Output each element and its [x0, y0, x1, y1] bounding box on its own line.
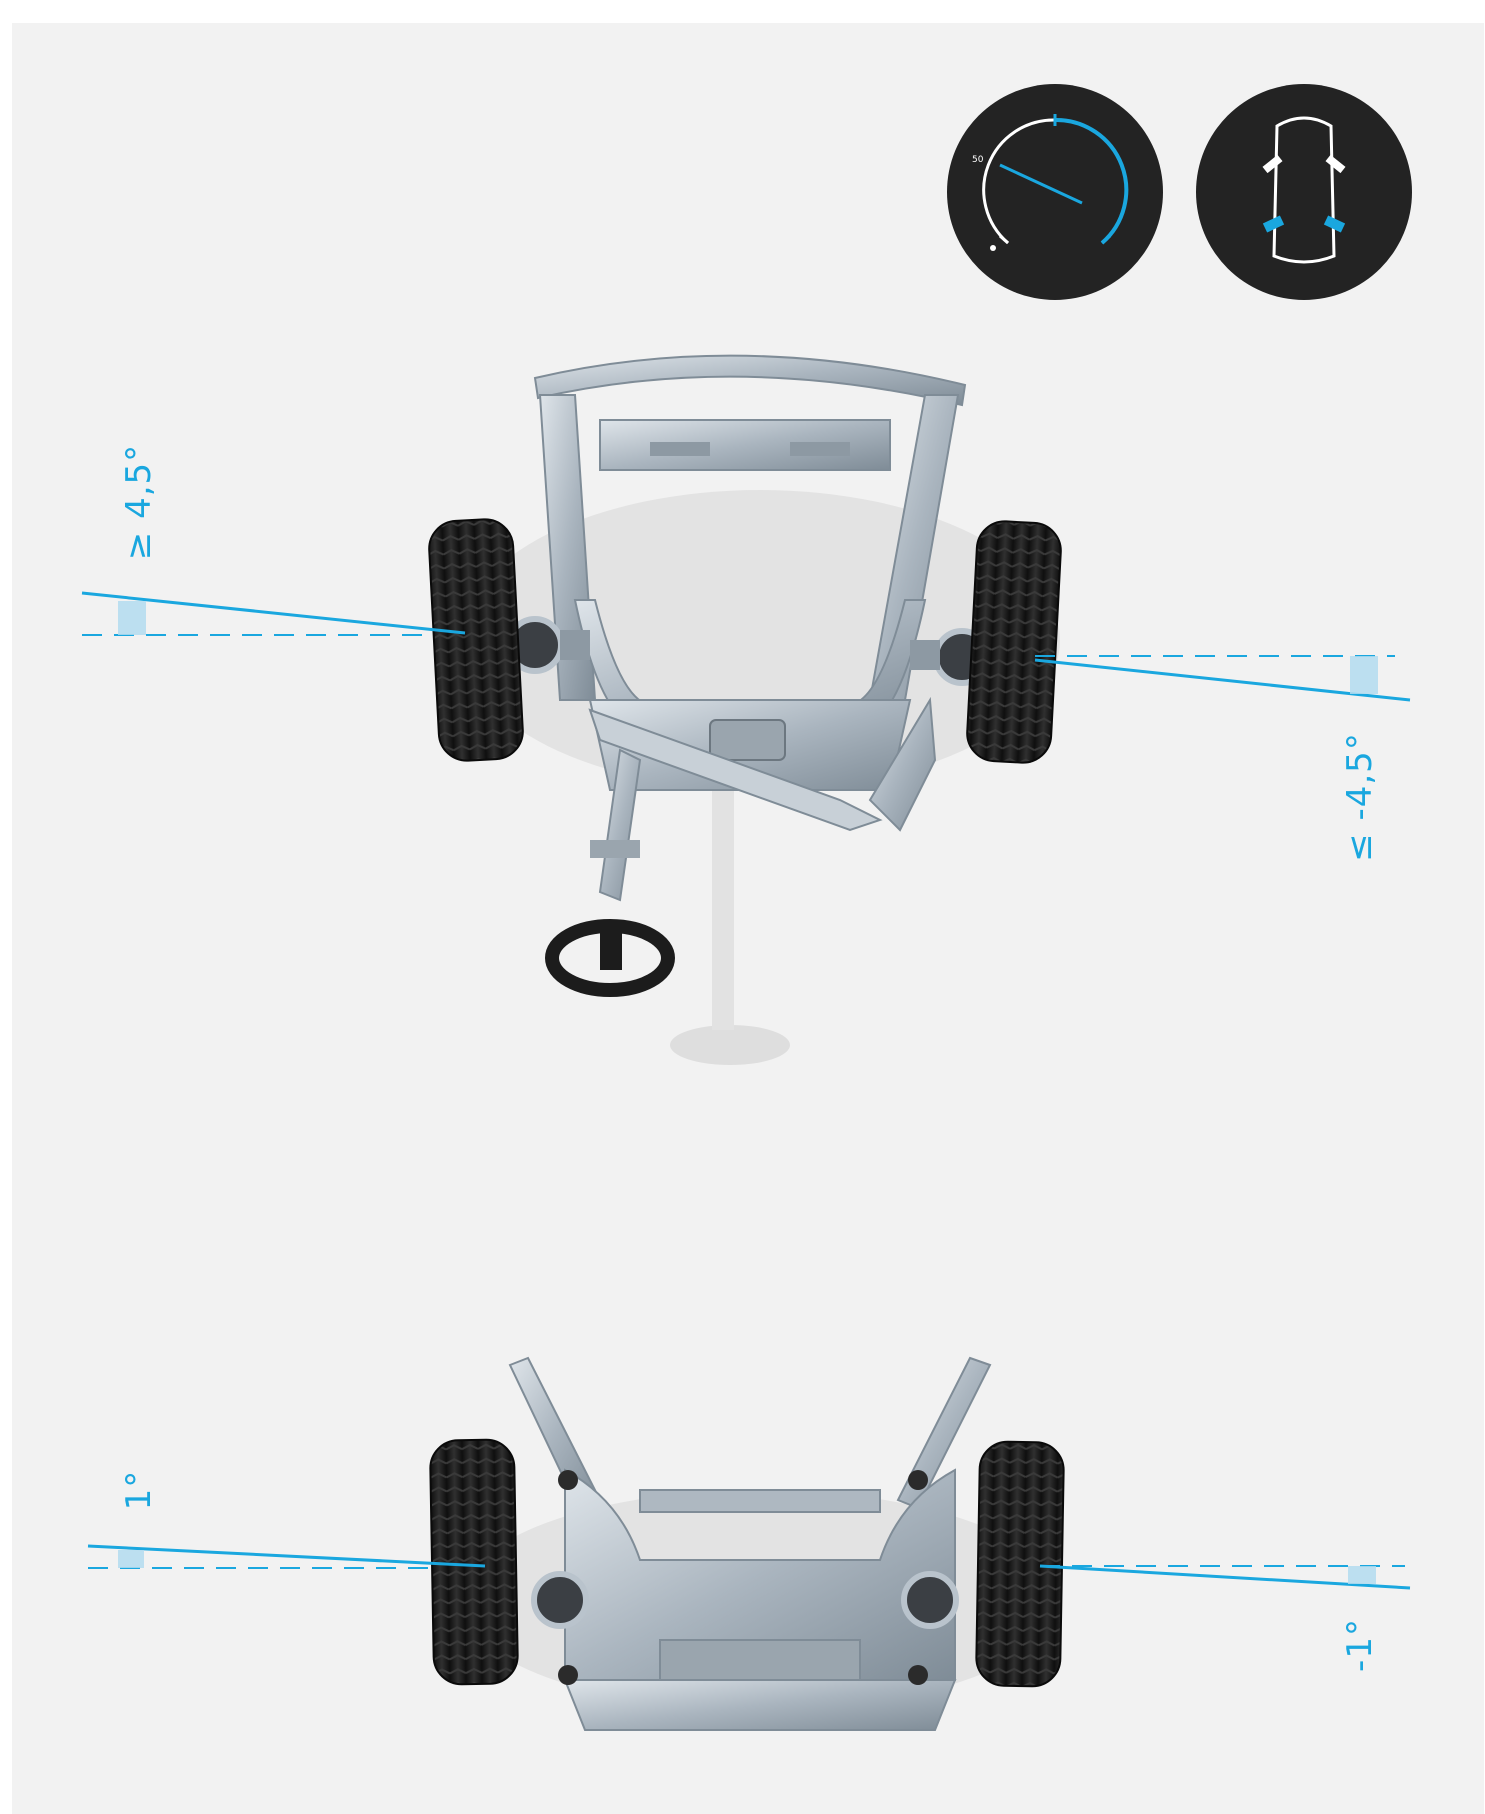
needle — [999, 163, 1083, 205]
front-left-angle-indicator — [81, 591, 466, 636]
front-right-tire — [966, 520, 1062, 764]
front-left-wheel-mark — [1262, 154, 1283, 174]
rear-right-hub — [901, 1571, 959, 1629]
front-axle — [81, 354, 1411, 1065]
rear-right-angle-label: -1° — [1340, 1618, 1380, 1672]
rear-subframe — [564, 1468, 956, 1681]
front-right-angle-indicator — [1034, 655, 1411, 702]
rear-axle — [87, 1356, 1411, 1731]
front-left-tire — [428, 518, 524, 762]
rear-crossmember — [659, 1639, 861, 1681]
rear-right-wheel-mark — [1323, 215, 1346, 233]
front-right-angle-label: ≤ -4,5° — [1340, 732, 1380, 862]
rear-left-hub — [531, 1571, 589, 1629]
rear-right-tire — [975, 1440, 1065, 1688]
steering-wheel — [545, 919, 675, 997]
rear-left-angle-indicator — [87, 1544, 486, 1569]
front-cross-member — [533, 354, 967, 407]
rear-left-tire — [429, 1438, 519, 1686]
rear-left-angle-label: 1° — [119, 1469, 159, 1511]
front-right-wheel-mark — [1325, 154, 1346, 174]
steering-angle-icon: 50 — [947, 84, 1163, 300]
front-left-angle-label: ≥ 4,5° — [119, 443, 159, 561]
all-wheel-steering-icon — [1196, 84, 1412, 300]
rear-left-wheel-mark — [1262, 215, 1285, 233]
scale-mark-label: 50 — [972, 155, 984, 165]
steering-rack-motor — [709, 719, 786, 761]
rear-right-angle-indicator — [1039, 1564, 1411, 1590]
